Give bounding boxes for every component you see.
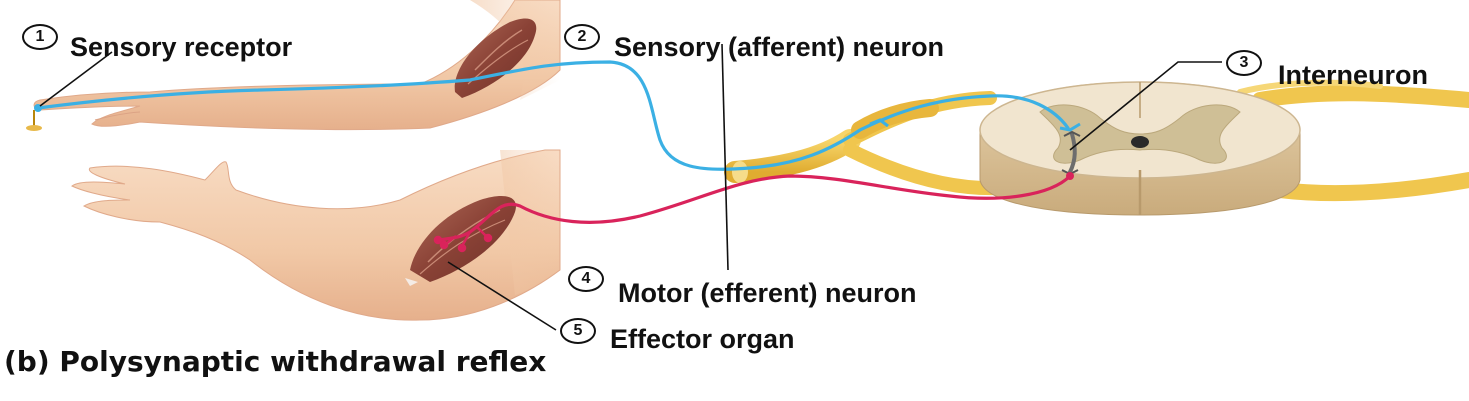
motor-neuron [438,174,1072,242]
step-5-badge: 5 [560,318,596,344]
interneuron-label: Interneuron [1278,60,1429,90]
sensory-neuron-label: Sensory (afferent) neuron [614,32,945,62]
step-1-badge: 1 [22,24,58,50]
effector-organ-label: Effector organ [610,324,795,354]
leader-lines [39,43,1222,331]
interneuron [1068,132,1077,174]
central-canal [1131,136,1149,148]
step-3-badge: 3 [1226,50,1262,76]
sensory-receptor-label: Sensory receptor [70,32,293,62]
motor-end-plates [433,225,493,253]
motor-neuron-label: Motor (efferent) neuron [618,278,917,308]
step-2-badge: 2 [564,24,600,50]
stimulus-pin [26,110,42,131]
gray-matter [1039,104,1241,164]
spinal-nerves [724,79,1469,202]
upper-arm [33,0,561,131]
step-4-badge: 4 [568,266,604,292]
sensory-neuron [36,60,1070,171]
figure-caption: (b) Polysynaptic withdrawal reflex [4,345,547,378]
